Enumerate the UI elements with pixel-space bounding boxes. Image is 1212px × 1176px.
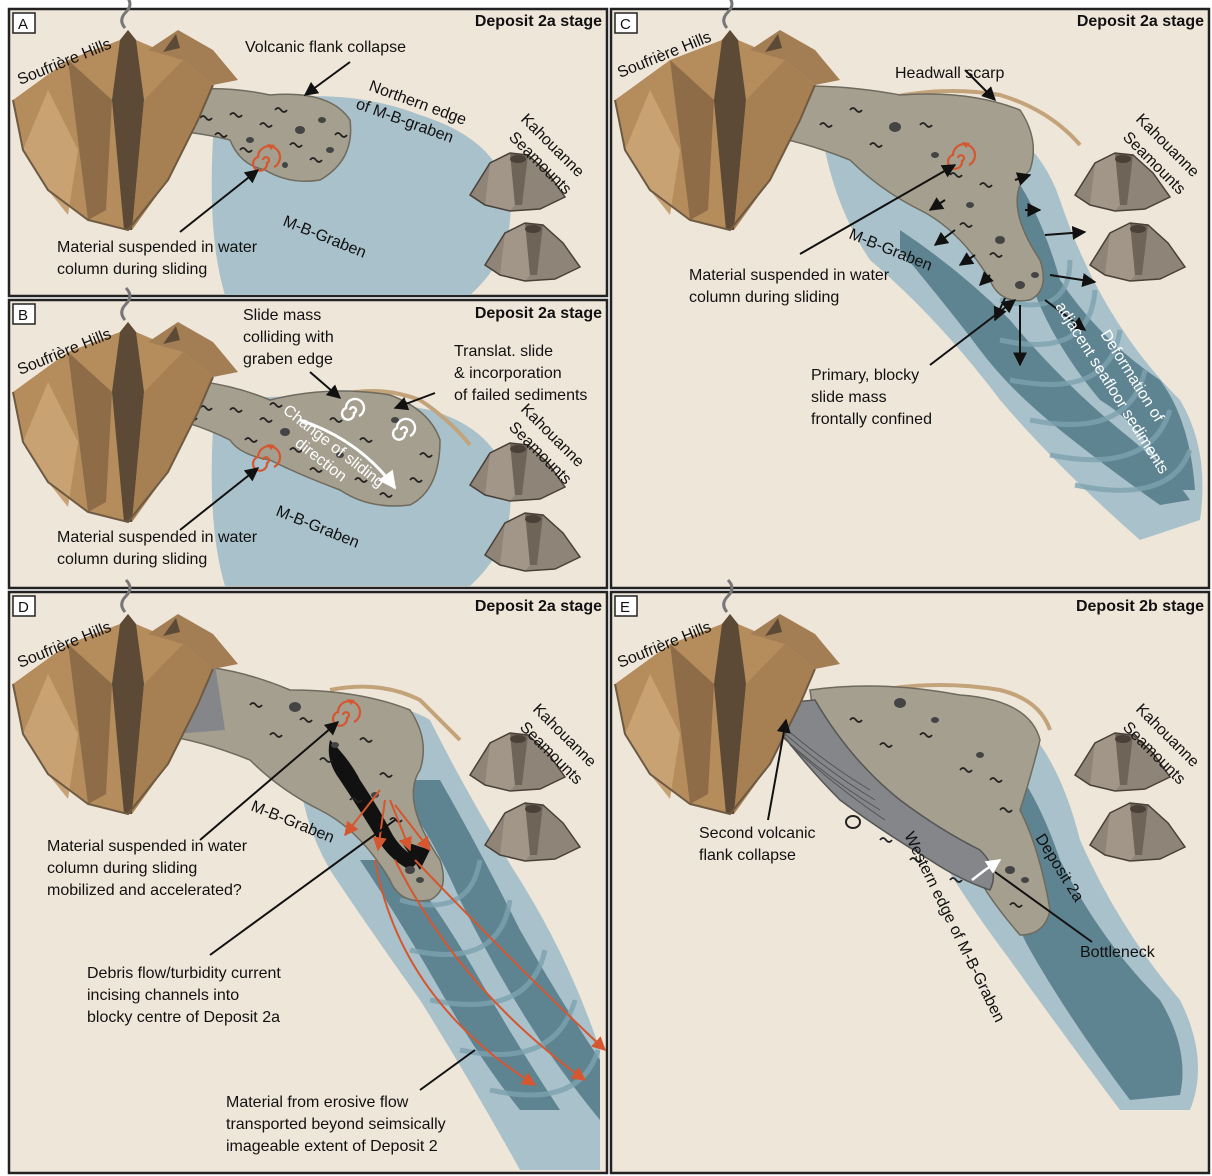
debris-flow-label-3: blocky centre of Deposit 2a <box>87 1009 280 1026</box>
bottleneck-label: Bottleneck <box>1080 944 1156 961</box>
panel-b: B Deposit 2a stage Soufrière Hills Slide… <box>9 288 607 588</box>
translat-label-1: Translat. slide <box>454 343 553 360</box>
primary-label-1: Primary, blocky <box>811 367 919 384</box>
panel-c: C Deposit 2a stage Soufrière Hills Headw… <box>611 0 1209 588</box>
panel-c-letter: C <box>620 16 631 33</box>
suspended-label-2: column during sliding <box>47 860 197 877</box>
primary-label-2: slide mass <box>811 389 887 406</box>
panel-d: D Deposit 2a stage Soufrière Hills Kahou… <box>9 580 607 1173</box>
suspended-label-3: mobilized and accelerated? <box>47 882 242 899</box>
suspended-label-1: Material suspended in water <box>57 239 258 256</box>
translat-label-3: of failed sediments <box>454 387 587 404</box>
second-collapse-label-2: flank collapse <box>699 847 796 864</box>
suspended-label-2: column during sliding <box>57 261 207 278</box>
suspended-label-1: Material suspended in water <box>47 838 248 855</box>
panel-a-letter: A <box>18 16 28 33</box>
panel-e-letter: E <box>620 599 630 616</box>
panel-d-stage: Deposit 2a stage <box>475 598 602 615</box>
panel-b-letter: B <box>18 307 28 324</box>
suspended-label-1: Material suspended in water <box>689 267 890 284</box>
debris-flow-label-1: Debris flow/turbidity current <box>87 965 281 982</box>
suspended-label-1: Material suspended in water <box>57 529 258 546</box>
panel-b-stage: Deposit 2a stage <box>475 305 602 322</box>
erosive-flow-label-3: imageable extent of Deposit 2 <box>226 1138 438 1155</box>
suspended-label-2: column during sliding <box>57 551 207 568</box>
erosive-flow-label-1: Material from erosive flow <box>226 1094 409 1111</box>
translat-label-2: & incorporation <box>454 365 562 382</box>
erosive-flow-label-2: transported beyond seimsically <box>226 1116 446 1133</box>
panel-a-stage: Deposit 2a stage <box>475 13 602 30</box>
headwall-scarp-label: Headwall scarp <box>895 65 1004 82</box>
second-collapse-label-1: Second volcanic <box>699 825 816 842</box>
slide-mass-label-1: Slide mass <box>243 307 321 324</box>
debris-flow-label-2: incising channels into <box>87 987 239 1004</box>
panel-e-stage: Deposit 2b stage <box>1076 598 1204 615</box>
panel-d-letter: D <box>18 599 29 616</box>
slide-mass-label-2: colliding with <box>243 329 334 346</box>
panel-a: A Deposit 2a stage Soufrière Hills Volca… <box>9 0 607 296</box>
panel-e: E Deposit 2b stage Soufrière Hills Kahou… <box>611 580 1209 1173</box>
flank-collapse-label: Volcanic flank collapse <box>245 39 406 56</box>
slide-mass-label-3: graben edge <box>243 351 333 368</box>
primary-label-3: frontally confined <box>811 411 932 428</box>
panel-c-stage: Deposit 2a stage <box>1077 13 1204 30</box>
suspended-label-2: column during sliding <box>689 289 839 306</box>
